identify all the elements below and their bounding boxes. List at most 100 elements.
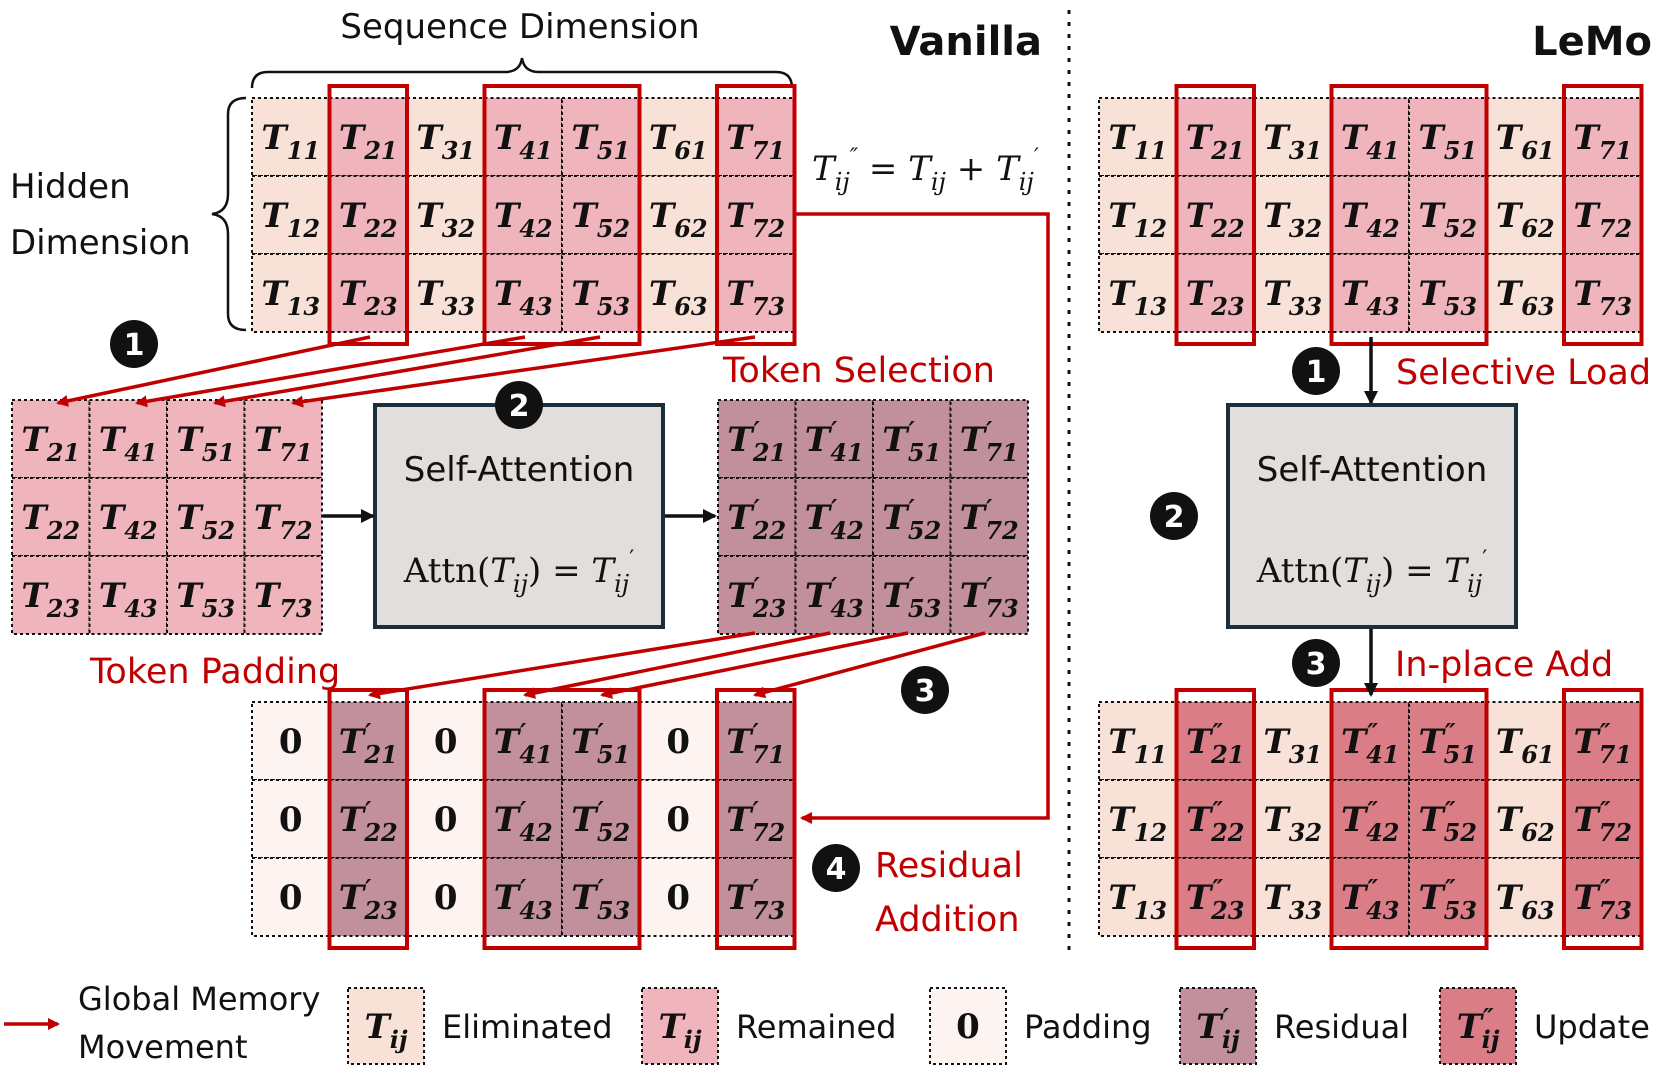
grid-cell: T23 <box>11 555 91 635</box>
lemo-title: LeMo <box>1532 19 1652 65</box>
token-label: T″ij <box>1457 1003 1500 1054</box>
lemo-self-attention-title: Self-Attention <box>1257 450 1488 490</box>
grid-cell: T′41 <box>483 701 563 781</box>
grid-cell: T32 <box>1253 779 1333 859</box>
token-label: T13 <box>1108 878 1167 925</box>
grid-cell: T′22 <box>717 477 797 557</box>
grid-cell: T72 <box>1563 175 1643 255</box>
vanilla-step-1-badge: 1 <box>110 320 158 368</box>
token-label: T33 <box>416 274 475 321</box>
lemo-step-2-badge: 2 <box>1150 492 1198 540</box>
grid-cell: T′22 <box>328 779 408 859</box>
token-label: 0 <box>279 800 303 840</box>
in-place-add-label: In-place Add <box>1395 645 1613 685</box>
grid-cell: 0 <box>638 701 718 781</box>
grid-cell: T51 <box>1408 97 1488 177</box>
grid-cell: T′53 <box>872 555 952 635</box>
grid-cell: T′42 <box>794 477 874 557</box>
grid-cell: T31 <box>1253 97 1333 177</box>
grid-cell: T″22 <box>1175 779 1255 859</box>
grid-cell: T23 <box>1175 253 1255 333</box>
svg-text:2: 2 <box>1164 500 1185 535</box>
grid-cell: T″71 <box>1563 701 1643 781</box>
grid-cell: T73 <box>1563 253 1643 333</box>
grid-cell: T′71 <box>949 399 1029 479</box>
token-label: T′21 <box>727 416 786 467</box>
svg-text:Tij″ = Tij + Tij′: Tij″ = Tij + Tij′ <box>812 145 1039 196</box>
grid-cell: T″41 <box>1330 701 1410 781</box>
grid-cell: T52 <box>1408 175 1488 255</box>
legend-label: Residual <box>1274 1008 1409 1046</box>
token-label: T23 <box>21 576 80 623</box>
grid-cell: T′23 <box>717 555 797 635</box>
grid-cell: T11 <box>1098 701 1178 781</box>
grid-cell: T73 <box>243 555 323 635</box>
hidden-dimension-brace <box>211 96 247 332</box>
token-label: T′43 <box>805 572 864 623</box>
token-padding-arrows <box>368 631 986 700</box>
grid-cell: 0 <box>406 857 486 937</box>
grid-cell: T42 <box>88 477 168 557</box>
vanilla-padded-residual-grid: 000T′21T′22T′23000T′41T′42T′43T′51T′52T′… <box>251 688 797 950</box>
hidden-dimension-label-line2: Dimension <box>10 223 191 263</box>
grid-cell: T′41 <box>794 399 874 479</box>
token-label: T′22 <box>727 494 786 545</box>
grid-cell: T′23 <box>328 857 408 937</box>
grid-cell: T″21 <box>1175 701 1255 781</box>
token-label: T42 <box>494 196 553 243</box>
grid-cell: T′51 <box>561 701 641 781</box>
lemo-step-3-badge: 3 <box>1292 639 1340 687</box>
grid-cell: T′73 <box>949 555 1029 635</box>
grid-cell: T23 <box>328 253 408 333</box>
grid-cell: T72 <box>243 477 323 557</box>
grid-cell: T′51 <box>872 399 952 479</box>
grid-cell: T′71 <box>716 701 796 781</box>
grid-cell: T41 <box>88 399 168 479</box>
token-label: 0 <box>434 800 458 840</box>
grid-cell: T33 <box>406 253 486 333</box>
token-label: T′53 <box>571 874 630 925</box>
residual-addition-line1: Residual <box>875 846 1023 886</box>
grid-cell: T″73 <box>1563 857 1643 937</box>
grid-cell: T43 <box>1330 253 1410 333</box>
sequence-dimension-label: Sequence Dimension <box>340 7 699 47</box>
token-label: T71 <box>726 118 785 165</box>
grid-cell: T71 <box>1563 97 1643 177</box>
grid-cell: T22 <box>328 175 408 255</box>
grid-cell: 0 <box>406 779 486 859</box>
grid-cell: T62 <box>1485 779 1565 859</box>
grid-cell: T12 <box>251 175 331 255</box>
grid-cell: T61 <box>1485 97 1565 177</box>
grid-cell: 0 <box>638 857 718 937</box>
grid-cell: T13 <box>1098 253 1178 333</box>
grid-cell: T52 <box>166 477 246 557</box>
token-label: 0 <box>666 800 690 840</box>
grid-cell: T71 <box>716 97 796 177</box>
grid-cell: T72 <box>716 175 796 255</box>
vanilla-self-attention-title: Self-Attention <box>404 450 635 490</box>
grid-cell: T33 <box>1253 253 1333 333</box>
grid-cell: T32 <box>1253 175 1333 255</box>
grid-cell: T42 <box>1330 175 1410 255</box>
svg-text:1: 1 <box>124 328 145 363</box>
grid-cell: T12 <box>1098 779 1178 859</box>
vanilla-title: Vanilla <box>890 19 1042 65</box>
grid-cell: T51 <box>166 399 246 479</box>
token-padding-label: Token Padding <box>89 652 340 692</box>
svg-text:4: 4 <box>826 852 847 887</box>
grid-cell: T22 <box>1175 175 1255 255</box>
grid-cell: T11 <box>251 97 331 177</box>
vanilla-step-3-badge: 3 <box>901 666 949 714</box>
grid-cell: T13 <box>1098 857 1178 937</box>
lemo-input-token-grid: T11T12T13T21T22T23T31T32T33T41T42T43T51T… <box>1098 84 1644 346</box>
selected-token-outline <box>1329 688 1489 950</box>
selected-token-outline <box>1174 688 1256 950</box>
vanilla-self-attention-block: Self-Attention Attn(Tij) = Tij′ <box>373 403 665 629</box>
grid-cell: T′43 <box>483 857 563 937</box>
grid-cell: 0 <box>406 701 486 781</box>
hidden-dimension-label-line1: Hidden <box>10 167 131 207</box>
grid-cell: T31 <box>1253 701 1333 781</box>
grid-cell: T63 <box>1485 253 1565 333</box>
